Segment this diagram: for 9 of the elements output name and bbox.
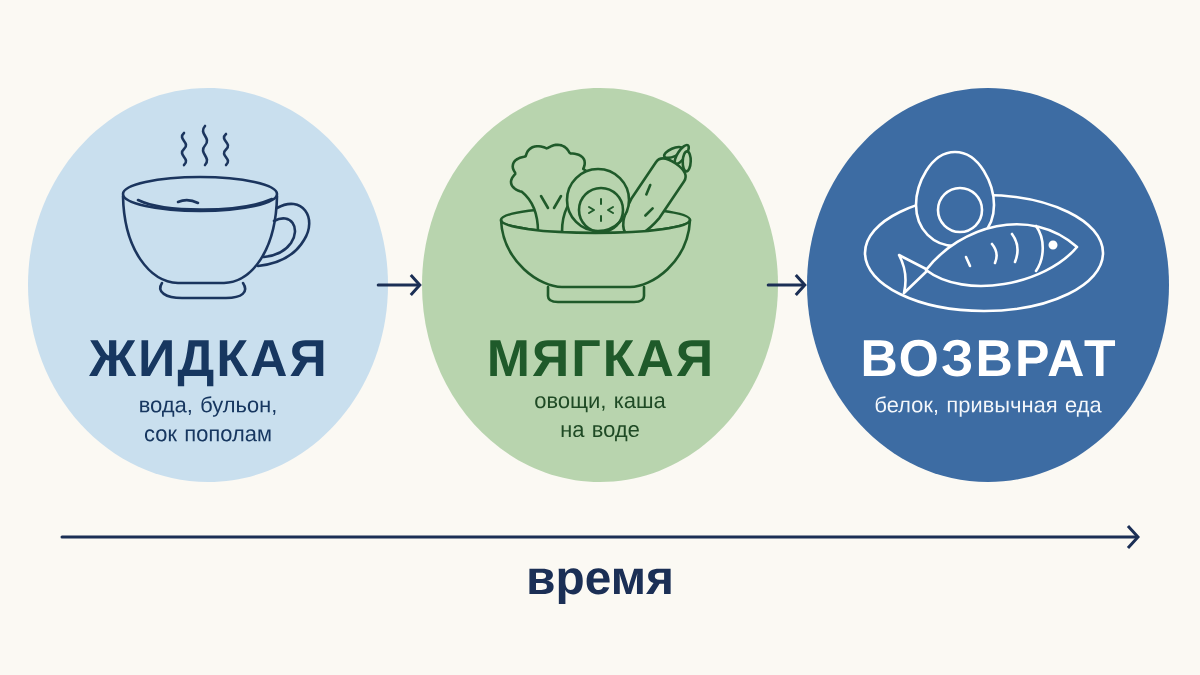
arrow <box>766 274 807 296</box>
stage-heading: МЯГКАЯ <box>490 340 710 376</box>
arrow <box>376 274 422 296</box>
stage-description: овощи, каша на воде <box>535 396 666 442</box>
stage-description: белок, привычная еда <box>875 396 1102 417</box>
stage-heading: ЖИДКАЯ <box>89 340 324 387</box>
stage-description: вода, бульон, сок пополам <box>140 396 276 442</box>
stage-heading: ВОЗВРАТ <box>863 339 1116 377</box>
axis-label: время <box>529 568 671 604</box>
